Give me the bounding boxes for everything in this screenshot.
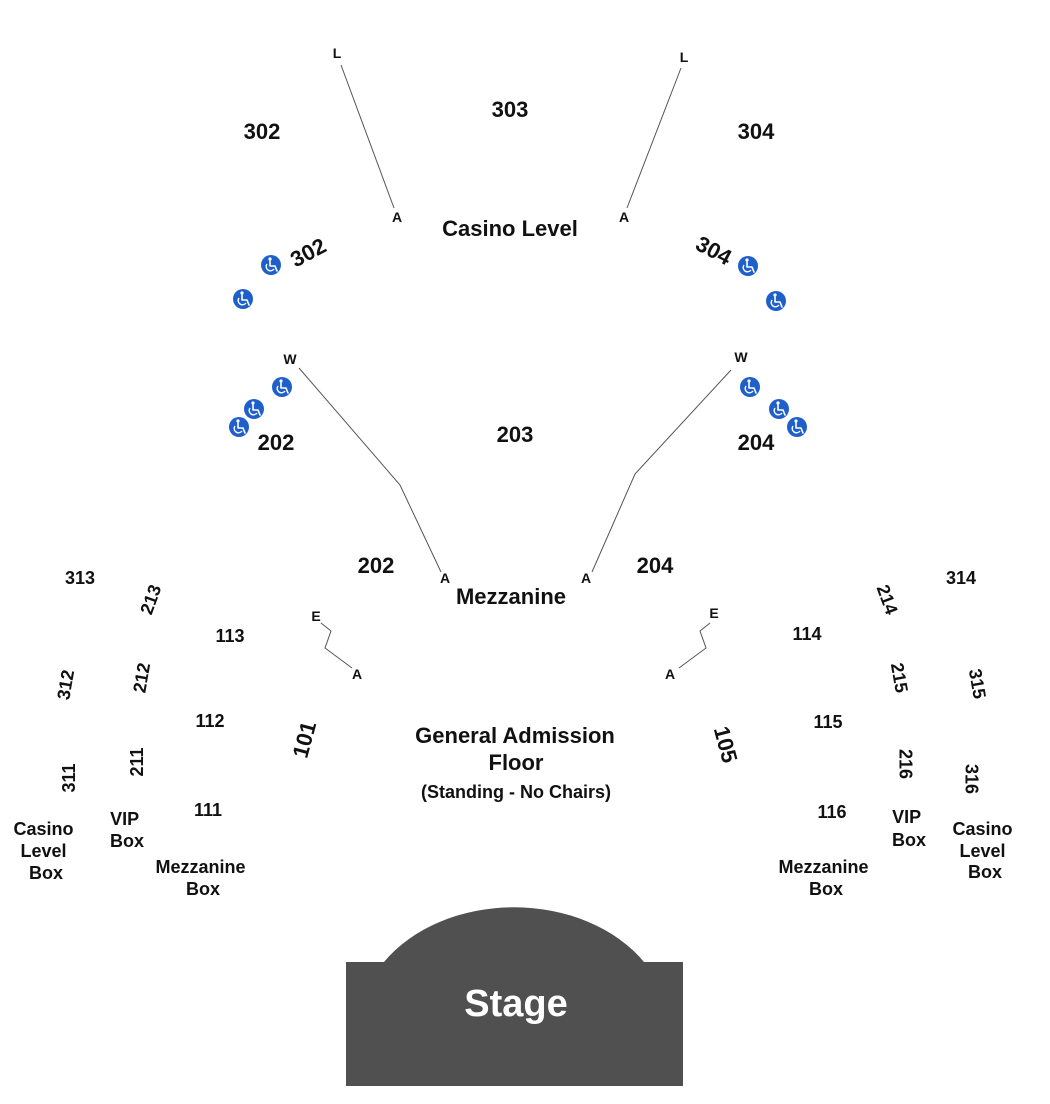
aisle-line-mezz-left (298, 367, 442, 573)
aisle-line-casino-left (340, 64, 395, 209)
section-114[interactable]: 114 (792, 624, 821, 644)
stage: Stage (346, 907, 683, 1086)
general-admission-floor[interactable]: General Admission Floor (Standing - No C… (415, 723, 615, 802)
aisle-line-casino-right (626, 67, 682, 209)
aisle-label-a-casino-right: A (619, 209, 629, 225)
floor-subtitle: (Standing - No Chairs) (421, 782, 611, 802)
wheelchair-accessible-icon (261, 255, 281, 275)
box-labels: Casino Level Box VIP Box Mezzanine Box C… (13, 807, 1017, 899)
floor-title-line2: Floor (489, 750, 544, 775)
section-315[interactable]: 315 (965, 667, 990, 700)
section-116[interactable]: 116 (817, 802, 846, 822)
aisle-label-a-floor-left: A (352, 666, 362, 682)
section-216[interactable]: 216 (895, 749, 915, 779)
wheelchair-accessible-icon (787, 417, 807, 437)
box-casino-level-right[interactable]: Casino Level Box (952, 819, 1017, 882)
aisle-line-mezz-right (591, 369, 732, 573)
aisle-label-l-left: L (333, 45, 342, 61)
aisle-label-w-right: W (734, 349, 748, 365)
section-203[interactable]: 203 (497, 422, 534, 447)
section-204-lower[interactable]: 204 (637, 553, 674, 578)
section-212[interactable]: 212 (129, 661, 154, 694)
section-202-upper[interactable]: 202 (258, 430, 295, 455)
section-105[interactable]: 105 (709, 724, 743, 766)
aisle-label-l-right: L (680, 49, 689, 65)
wheelchair-accessible-icon (740, 377, 760, 397)
casino-level-sections: 302 303 304 Casino Level 302 304 (244, 97, 775, 272)
aisle-label-w-left: W (283, 351, 297, 367)
wheelchair-accessible-icon (229, 417, 249, 437)
section-101[interactable]: 101 (288, 719, 322, 761)
aisle-line-floor-right (678, 622, 711, 669)
wheelchair-accessible-icon (233, 289, 253, 309)
section-311[interactable]: 311 (59, 763, 79, 792)
aisle-labels: L L A A W W A A E E A A (283, 45, 748, 682)
section-314[interactable]: 314 (946, 568, 976, 588)
aisle-label-a-mezz-left: A (440, 570, 450, 586)
stage-label: Stage (464, 983, 567, 1025)
section-113[interactable]: 113 (215, 626, 244, 646)
box-vip-left[interactable]: VIP Box (110, 809, 144, 851)
box-vip-right[interactable]: VIP Box (892, 807, 926, 850)
section-215[interactable]: 215 (887, 661, 912, 694)
wheelchair-accessible-icon (766, 291, 786, 311)
section-214[interactable]: 214 (873, 582, 902, 617)
section-304-ring[interactable]: 304 (692, 231, 737, 271)
aisle-line-floor-left (320, 622, 353, 669)
box-mezzanine-left[interactable]: Mezzanine Box (155, 857, 250, 899)
box-casino-level-left[interactable]: Casino Level Box (13, 819, 78, 883)
accessibility-icons (229, 255, 807, 437)
aisle-label-a-mezz-right: A (581, 570, 591, 586)
wheelchair-accessible-icon (769, 399, 789, 419)
wheelchair-accessible-icon (272, 377, 292, 397)
section-202-lower[interactable]: 202 (358, 553, 395, 578)
aisle-label-e-left: E (311, 608, 320, 624)
aisle-label-a-casino-left: A (392, 209, 402, 225)
section-204-upper[interactable]: 204 (738, 430, 775, 455)
section-211[interactable]: 211 (127, 747, 147, 776)
section-213[interactable]: 213 (136, 582, 165, 617)
floor-title-line1: General Admission (415, 723, 615, 748)
box-mezzanine-right[interactable]: Mezzanine Box (778, 857, 873, 899)
wheelchair-accessible-icon (244, 399, 264, 419)
section-316[interactable]: 316 (961, 764, 981, 794)
section-112[interactable]: 112 (195, 711, 224, 731)
section-303[interactable]: 303 (492, 97, 529, 122)
aisle-label-e-right: E (709, 605, 718, 621)
aisle-lines (298, 64, 732, 669)
casino-level-label: Casino Level (442, 216, 578, 241)
mezzanine-sections: 202 203 204 202 204 Mezzanine (258, 422, 775, 609)
section-304[interactable]: 304 (738, 119, 775, 144)
section-115[interactable]: 115 (813, 712, 842, 732)
stage-shape (346, 907, 683, 1086)
wheelchair-accessible-icon (738, 256, 758, 276)
section-302[interactable]: 302 (244, 119, 281, 144)
section-312[interactable]: 312 (53, 668, 78, 701)
mezzanine-level-label: Mezzanine (456, 584, 566, 609)
right-side-sections: 314 214 114 315 215 115 105 316 216 116 (709, 568, 990, 822)
section-302-ring[interactable]: 302 (286, 233, 330, 272)
section-111[interactable]: 111 (194, 800, 222, 820)
left-side-sections: 313 213 113 312 212 112 101 311 211 111 (53, 568, 321, 820)
aisle-label-a-floor-right: A (665, 666, 675, 682)
section-313[interactable]: 313 (65, 568, 95, 588)
